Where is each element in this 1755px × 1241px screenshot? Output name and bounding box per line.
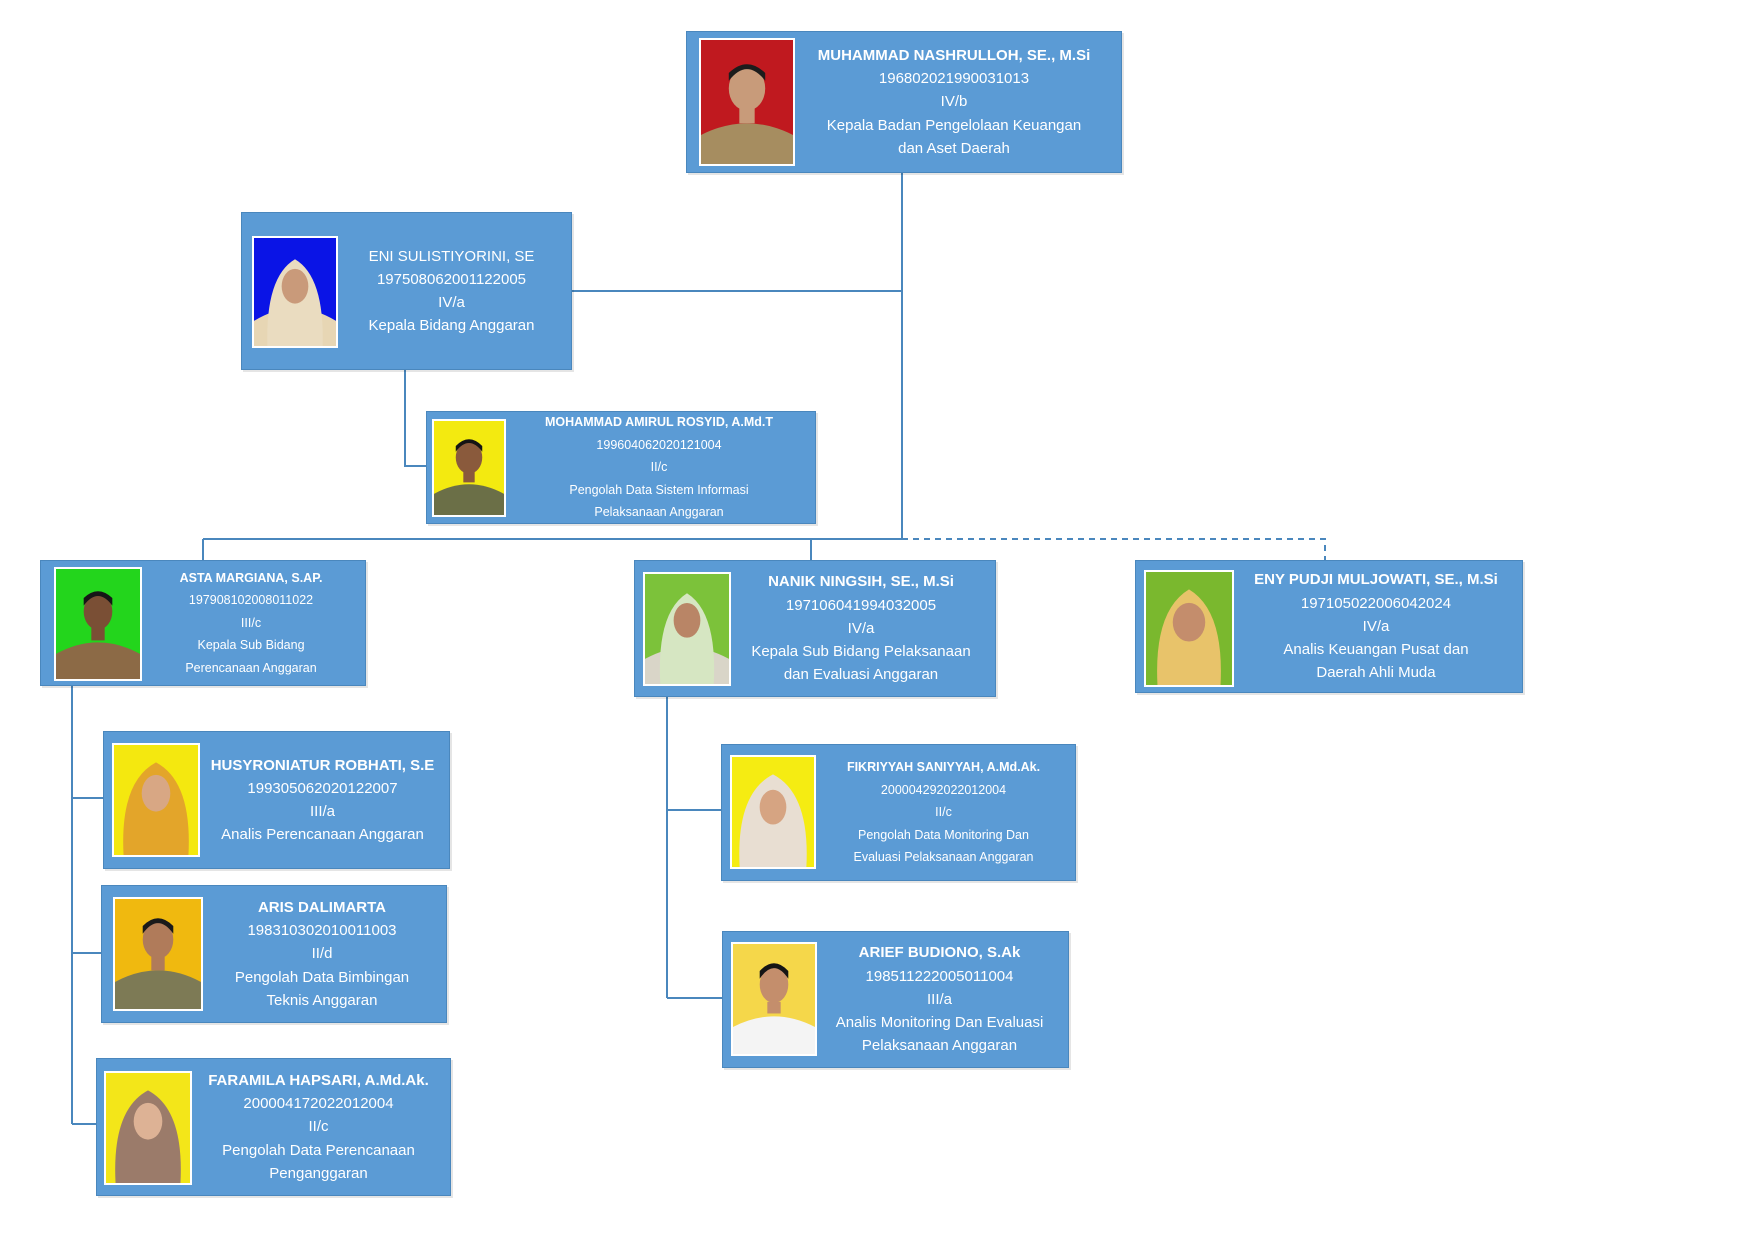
person-grade: IV/a <box>1362 617 1390 635</box>
person-photo <box>104 1071 192 1185</box>
person-photo <box>113 897 203 1011</box>
person-grade: III/a <box>926 990 952 1008</box>
person-photo <box>112 743 200 857</box>
person-name: ENY PUDJI MULJOWATI, SE., M.Si <box>1254 571 1498 589</box>
person-photo <box>699 38 795 166</box>
person-nip: 197908102008011022 <box>188 593 314 608</box>
person-position: Analis Monitoring Dan Evaluasi <box>835 1014 1044 1032</box>
person-nip: 200004292022012004 <box>880 782 1007 797</box>
person-name: ASTA MARGIANA, S.AP. <box>179 570 323 585</box>
person-position: dan Evaluasi Anggaran <box>783 666 939 684</box>
person-photo <box>643 572 731 686</box>
person-nip: 198511222005011004 <box>865 967 1014 985</box>
person-name: FARAMILA HAPSARI, A.Md.Ak. <box>208 1071 429 1089</box>
person-photo <box>730 755 816 869</box>
person-position: Evaluasi Pelaksanaan Anggaran <box>853 850 1034 865</box>
person-position: Analis Perencanaan Anggaran <box>221 826 424 844</box>
person-position: Kepala Badan Pengelolaan Keuangan <box>826 116 1082 134</box>
card-pengolah-data-sistem-informasi: MOHAMMAD AMIRUL ROSYID, A.Md.T 199604062… <box>426 411 816 524</box>
person-photo <box>731 942 817 1056</box>
person-position: Pelaksanaan Anggaran <box>594 505 724 520</box>
person-grade: IV/a <box>438 294 465 311</box>
person-position: Penganggaran <box>269 1164 368 1182</box>
person-position: Kepala Bidang Anggaran <box>368 317 535 335</box>
person-nip: 197508062001122005 <box>376 270 527 288</box>
person-nip: 199305062020122007 <box>247 779 398 797</box>
person-position: Teknis Anggaran <box>266 991 378 1009</box>
person-grade: II/c <box>308 1118 329 1136</box>
card-kepala-bidang: ENI SULISTIYORINI, SE 197508062001122005… <box>241 212 572 370</box>
person-photo <box>252 236 338 348</box>
person-name: ARIEF BUDIONO, S.Ak <box>858 944 1021 962</box>
person-grade: II/c <box>650 460 668 475</box>
person-name: MUHAMMAD NASHRULLOH, SE., M.Si <box>817 46 1091 64</box>
person-nip: 196802021990031013 <box>878 70 1030 88</box>
person-grade: IV/a <box>847 619 875 637</box>
person-name: ARIS DALIMARTA <box>257 898 387 916</box>
person-name: FIKRIYYAH SANIYYAH, A.Md.Ak. <box>846 760 1041 775</box>
card-analis-keuangan: ENY PUDJI MULJOWATI, SE., M.Si 197105022… <box>1135 560 1523 693</box>
person-nip: 197106041994032005 <box>785 596 937 614</box>
person-position: dan Aset Daerah <box>898 139 1010 157</box>
person-photo <box>1144 570 1234 687</box>
person-nip: 198310302010011003 <box>247 922 397 940</box>
person-photo <box>432 419 506 517</box>
connector-eni-to-amirul <box>404 370 426 467</box>
card-pengolah-data-bimbingan-teknis: ARIS DALIMARTA 198310302010011003 II/d P… <box>101 885 447 1023</box>
card-kepala-sub-bidang-perencanaan: ASTA MARGIANA, S.AP. 197908102008011022 … <box>40 560 366 686</box>
card-pengolah-data-monitoring: FIKRIYYAH SANIYYAH, A.Md.Ak. 20000429202… <box>721 744 1076 881</box>
person-grade: III/c <box>240 615 262 630</box>
person-grade: II/c <box>935 805 952 820</box>
person-position: Pengolah Data Perencanaan <box>222 1141 415 1159</box>
person-position: Pengolah Data Bimbingan <box>234 968 410 986</box>
person-position: Pengolah Data Sistem Informasi <box>569 482 749 497</box>
connector-dashed-to-eny <box>902 538 1326 560</box>
person-position: Kepala Sub Bidang Pelaksanaan <box>751 643 971 661</box>
person-nip: 199604062020121004 <box>596 437 722 452</box>
person-grade: IV/b <box>940 93 968 111</box>
person-name: MOHAMMAD AMIRUL ROSYID, A.Md.T <box>545 415 773 430</box>
person-grade: II/d <box>311 945 333 963</box>
person-position: Kepala Sub Bidang <box>197 638 305 653</box>
person-name: HUSYRONIATUR ROBHATI, S.E <box>210 756 435 774</box>
person-name: ENI SULISTIYORINI, SE <box>368 247 535 265</box>
person-position: Pengolah Data Monitoring Dan <box>858 827 1029 842</box>
card-kepala-badan: MUHAMMAD NASHRULLOH, SE., M.Si 196802021… <box>686 31 1122 173</box>
card-analis-monitoring-evaluasi: ARIEF BUDIONO, S.Ak 198511222005011004 I… <box>722 931 1069 1068</box>
person-photo <box>54 567 142 681</box>
card-pengolah-data-perencanaan: FARAMILA HAPSARI, A.Md.Ak. 2000041720220… <box>96 1058 451 1196</box>
person-position: Perencanaan Anggaran <box>185 660 317 675</box>
person-grade: III/a <box>309 803 335 820</box>
person-position: Analis Keuangan Pusat dan <box>1283 641 1469 659</box>
card-kepala-sub-bidang-pelaksanaan: NANIK NINGSIH, SE., M.Si 197106041994032… <box>634 560 996 697</box>
person-nip: 197105022006042024 <box>1300 594 1452 612</box>
person-name: NANIK NINGSIH, SE., M.Si <box>768 573 954 591</box>
person-nip: 200004172022012004 <box>243 1095 394 1113</box>
card-analis-perencanaan-anggaran: HUSYRONIATUR ROBHATI, S.E 19930506202012… <box>103 731 450 869</box>
person-position: Daerah Ahli Muda <box>1316 664 1436 682</box>
person-position: Pelaksanaan Anggaran <box>861 1037 1018 1055</box>
